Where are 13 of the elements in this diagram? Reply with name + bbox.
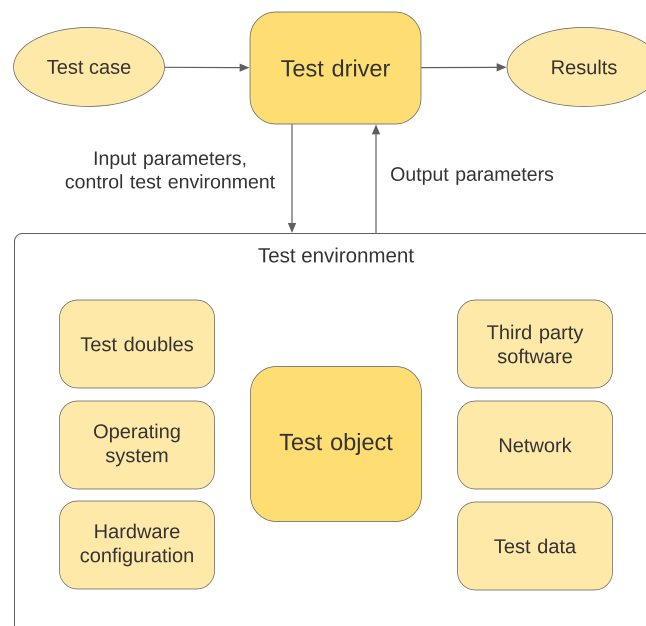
component-box: Hardware configuration [59,500,215,590]
frame-heading: Test environment [258,247,414,263]
process-box: Test driver [250,12,422,124]
component-box: Operating system [59,400,215,490]
component-box: Test doubles [59,300,215,388]
edge-label: Output parameters [391,167,554,185]
ellipse-node: Test case [13,27,165,107]
component-box: Test data [457,502,613,590]
edge-label: Input parameters, control test environment [66,152,275,188]
ellipse-node: Results [506,27,646,107]
component-box: Network [457,400,613,490]
process-box: Test object [250,366,422,522]
component-box: Third party software [457,300,613,388]
